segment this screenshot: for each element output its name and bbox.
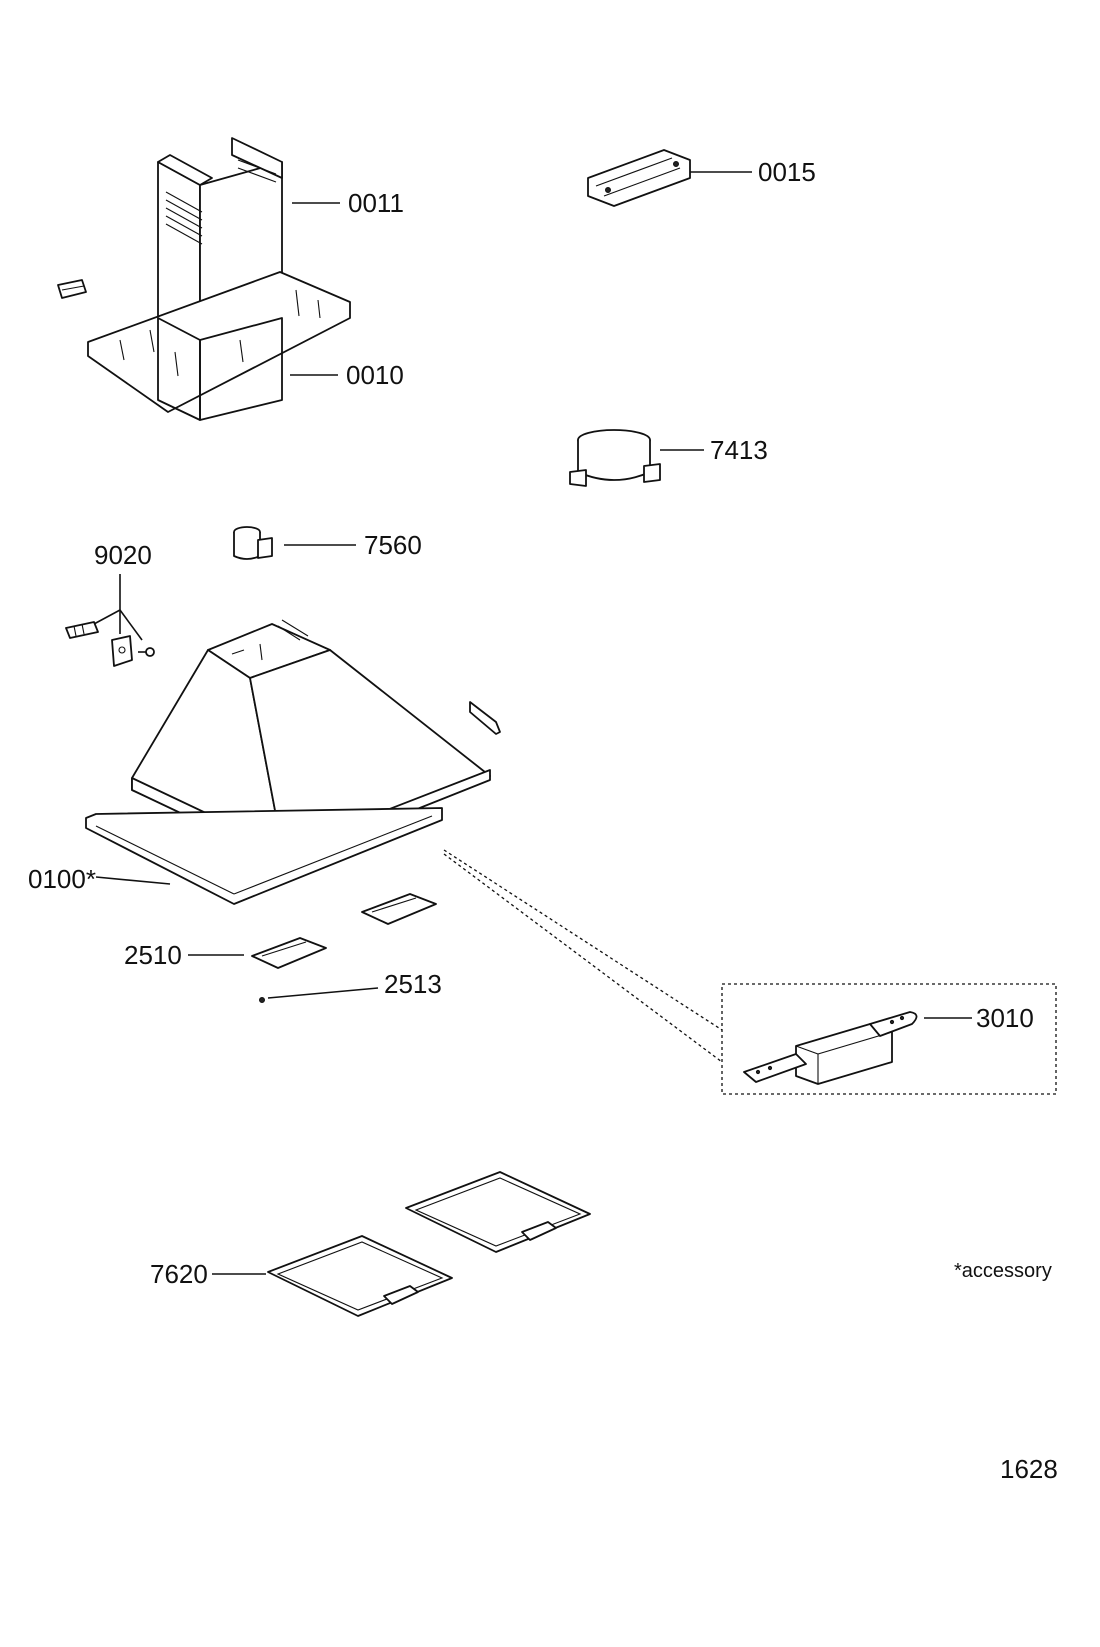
transformer-part bbox=[743, 1011, 918, 1085]
label-0015: 0015 bbox=[758, 157, 816, 187]
lamp-holder-part-left bbox=[251, 937, 327, 969]
label-3010: 3010 bbox=[976, 1003, 1034, 1033]
leader-line-2513 bbox=[267, 987, 379, 999]
accessory-footnote: *accessory bbox=[954, 1260, 1052, 1282]
label-7413: 7413 bbox=[710, 435, 768, 465]
connector-dashed-upper bbox=[443, 849, 723, 1031]
small-clip-part bbox=[57, 279, 87, 299]
lamp-holder-part-right bbox=[361, 893, 437, 925]
fixing-set-parts bbox=[65, 621, 155, 667]
screw-part bbox=[259, 997, 265, 1003]
fixing-set-leaders bbox=[93, 574, 143, 641]
label-7620: 7620 bbox=[150, 1259, 208, 1289]
mounting-bracket-part bbox=[587, 149, 691, 207]
label-0011: 0011 bbox=[348, 188, 404, 218]
label-2513: 2513 bbox=[384, 969, 442, 999]
label-0100: 0100* bbox=[28, 864, 96, 894]
capacitor-part bbox=[233, 526, 273, 560]
page-number: 1628 bbox=[1000, 1454, 1058, 1484]
label-7560: 7560 bbox=[364, 530, 422, 560]
label-9020: 9020 bbox=[94, 540, 152, 570]
chimney-lower-part bbox=[87, 271, 351, 421]
label-2510: 2510 bbox=[124, 940, 182, 970]
leader-line-0100 bbox=[95, 876, 171, 885]
trim-frame-part bbox=[85, 807, 443, 905]
label-0010: 0010 bbox=[346, 360, 404, 390]
grease-filter-part-front bbox=[267, 1235, 453, 1317]
grease-filter-part-back bbox=[405, 1171, 591, 1253]
connector-dashed-lower bbox=[443, 853, 723, 1063]
motor-housing-part bbox=[569, 429, 661, 487]
